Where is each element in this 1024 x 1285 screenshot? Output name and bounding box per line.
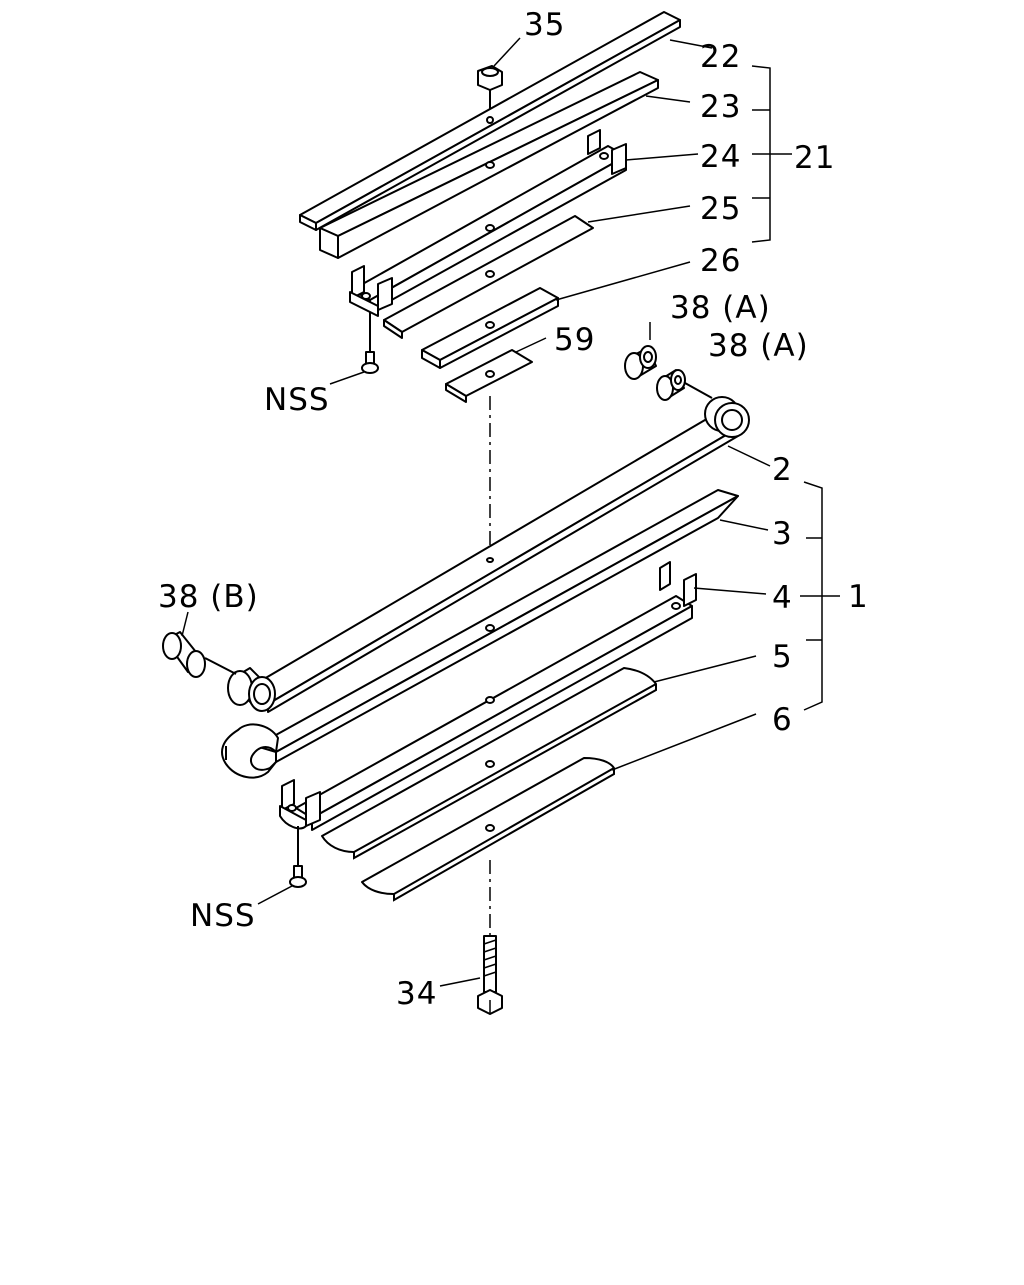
leaf-5 xyxy=(321,667,657,860)
leaf-26 xyxy=(421,287,559,369)
leaf-24 xyxy=(349,129,627,352)
leaf-22 xyxy=(299,11,681,231)
callout-34: 34 xyxy=(396,976,437,1012)
bushing-38a-2 xyxy=(656,369,713,401)
callout-59: 59 xyxy=(554,322,595,358)
callout-nss-upper: NSS xyxy=(264,382,330,418)
callout-6: 6 xyxy=(772,702,793,738)
leaf-6 xyxy=(361,757,615,902)
callout-35: 35 xyxy=(524,7,565,43)
leaf-4 xyxy=(279,561,697,866)
callout-22: 22 xyxy=(700,39,741,75)
bushing-38b xyxy=(162,631,237,678)
callout-21: 21 xyxy=(794,140,835,176)
callout-23: 23 xyxy=(700,89,741,125)
rivet-nss-lower xyxy=(289,865,307,888)
callout-5: 5 xyxy=(772,639,793,675)
spacer-59 xyxy=(445,349,533,403)
leaf-3 xyxy=(221,489,739,779)
callout-26: 26 xyxy=(700,243,741,279)
leaf-25 xyxy=(383,215,594,339)
callout-2: 2 xyxy=(772,452,793,488)
callout-24: 24 xyxy=(700,139,741,175)
leader-lines xyxy=(181,37,840,987)
callout-1: 1 xyxy=(848,579,869,615)
callout-4: 4 xyxy=(772,580,793,616)
callout-3: 3 xyxy=(772,516,793,552)
center-bolt-34 xyxy=(477,935,503,1015)
bushing-38a-1 xyxy=(624,345,657,380)
callout-25: 25 xyxy=(700,191,741,227)
callout-nss-lower: NSS xyxy=(190,898,256,934)
callout-38a-2: 38 (A) xyxy=(708,328,809,364)
callout-38b: 38 (B) xyxy=(158,579,259,615)
rivet-nss-upper xyxy=(361,351,379,374)
nut-35 xyxy=(477,65,503,120)
callout-38a-1: 38 (A) xyxy=(670,290,771,326)
leaf-2 xyxy=(227,396,750,713)
leaf-23 xyxy=(319,71,659,259)
